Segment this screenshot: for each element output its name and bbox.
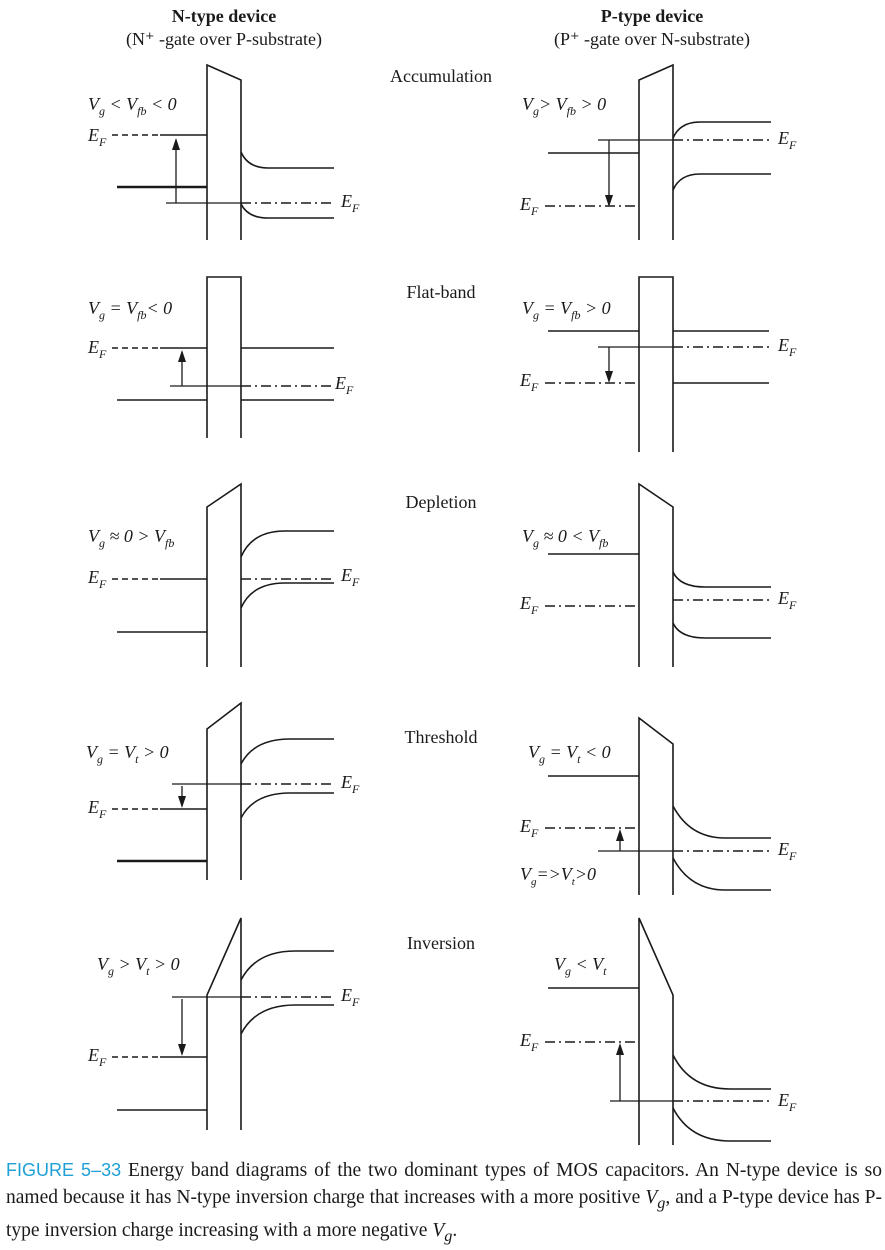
mos-band-diagram-figure: N-type device (N⁺ -gate over P-substrate… (86, 6, 797, 1145)
n-flatband-condition: Vg = Vfb< 0 (88, 298, 172, 322)
p-type-subheader: (P⁺ -gate over N-substrate) (554, 29, 750, 50)
conduction-band (240, 151, 334, 169)
n-flatband-diagram: Vg = Vfb< 0 EF EF (87, 276, 354, 438)
p-depletion-condition: Vg ≈ 0 < Vfb (522, 526, 608, 550)
n-depletion-condition: Vg ≈ 0 > Vfb (88, 526, 174, 550)
n-depletion-ef-substrate: EF (340, 565, 360, 589)
p-depletion-ef-gate: EF (519, 593, 539, 617)
conduction-band (672, 805, 771, 839)
arrow-head-up (172, 138, 180, 150)
conduction-band (240, 530, 334, 558)
oxide-barrier (206, 701, 242, 880)
stage-label-flat-band: Flat-band (407, 282, 476, 302)
conduction-band (240, 738, 334, 765)
p-threshold-ef-substrate: EF (777, 839, 797, 863)
valence-band (240, 792, 334, 819)
stage-label-inversion: Inversion (407, 933, 475, 953)
n-type-subheader: (N⁺ -gate over P-substrate) (126, 29, 322, 50)
p-flatband-condition: Vg = Vfb > 0 (522, 298, 611, 322)
valence-band (672, 1107, 771, 1142)
oxide-barrier (638, 276, 674, 452)
oxide-barrier (638, 917, 674, 1145)
p-accumulation-condition: Vg> Vfb > 0 (522, 94, 606, 118)
p-threshold-diagram: Vg = Vt < 0 EF EF Vg=>Vt>0 (519, 716, 797, 895)
n-depletion-diagram: Vg ≈ 0 > Vfb EF EF (87, 482, 360, 667)
figure-number: FIGURE 5–33 (6, 1160, 122, 1180)
arrow-head-down (178, 796, 186, 808)
p-inversion-ef-gate: EF (519, 1030, 539, 1054)
n-accumulation-condition: Vg < Vfb < 0 (88, 94, 177, 118)
p-threshold-extra-condition: Vg=>Vt>0 (520, 864, 596, 888)
n-inversion-diagram: Vg > Vt > 0 EF EF (87, 917, 360, 1130)
arrow-head-up (616, 1043, 624, 1055)
arrow-head-down (605, 195, 613, 207)
p-threshold-condition: Vg = Vt < 0 (528, 742, 611, 766)
stage-label-accumulation: Accumulation (390, 66, 492, 86)
stage-label-threshold: Threshold (405, 727, 478, 747)
p-type-header: P-type device (601, 6, 703, 26)
n-inversion-condition: Vg > Vt > 0 (97, 954, 180, 978)
p-flatband-ef-substrate: EF (777, 335, 797, 359)
n-accumulation-ef-gate: EF (87, 125, 107, 149)
oxide-barrier (638, 482, 674, 667)
figure-caption: FIGURE 5–33 Energy band diagrams of the … (6, 1157, 882, 1250)
p-depletion-diagram: Vg ≈ 0 < Vfb EF EF (519, 482, 797, 667)
arrow-head-up (616, 829, 624, 841)
oxide-barrier (206, 917, 242, 1130)
conduction-band (240, 950, 334, 981)
p-inversion-ef-substrate: EF (777, 1090, 797, 1114)
stage-label-depletion: Depletion (406, 492, 477, 512)
conduction-band (672, 1054, 771, 1090)
p-accumulation-ef-gate: EF (519, 194, 539, 218)
p-threshold-ef-gate: EF (519, 816, 539, 840)
valence-band (240, 582, 334, 609)
valence-band (672, 857, 771, 891)
p-flatband-ef-gate: EF (519, 370, 539, 394)
valence-band (672, 622, 771, 639)
p-accumulation-ef-substrate: EF (777, 128, 797, 152)
valence-band (672, 173, 771, 191)
n-depletion-ef-gate: EF (87, 567, 107, 591)
oxide-barrier (206, 482, 242, 667)
caption-text-part1: Energy band diagrams of the two dominant… (6, 1160, 882, 1208)
n-threshold-condition: Vg = Vt > 0 (86, 742, 169, 766)
n-accumulation-diagram: Vg < Vfb < 0 EF EF (87, 63, 360, 240)
conduction-band (672, 121, 771, 139)
p-accumulation-diagram: Vg> Vfb > 0 EF EF (519, 63, 797, 240)
p-depletion-ef-substrate: EF (777, 588, 797, 612)
n-threshold-ef-gate: EF (87, 797, 107, 821)
n-threshold-ef-substrate: EF (340, 772, 360, 796)
valence-band (240, 1004, 334, 1035)
p-flatband-diagram: Vg = Vfb > 0 EF EF (519, 276, 797, 452)
n-inversion-ef-gate: EF (87, 1045, 107, 1069)
oxide-barrier (638, 716, 674, 895)
n-flatband-ef-gate: EF (87, 337, 107, 361)
p-inversion-diagram: Vg < Vt EF EF (519, 917, 797, 1145)
n-inversion-ef-substrate: EF (340, 985, 360, 1009)
n-accumulation-ef-substrate: EF (340, 191, 360, 215)
caption-vg-symbol-1: Vg (645, 1187, 666, 1212)
n-type-header: N-type device (172, 6, 276, 26)
oxide-barrier (638, 63, 674, 240)
arrow-head-down (605, 371, 613, 383)
caption-text-part3: . (452, 1219, 458, 1241)
p-inversion-condition: Vg < Vt (554, 954, 607, 978)
arrow-head-up (178, 350, 186, 362)
oxide-barrier (206, 63, 242, 240)
conduction-band (672, 571, 771, 588)
oxide-barrier (206, 276, 242, 438)
arrow-head-down (178, 1044, 186, 1056)
n-threshold-diagram: Vg = Vt > 0 EF EF (86, 701, 360, 880)
valence-band (240, 203, 334, 219)
caption-text-part2: , and a P-type device has P-type inversi… (6, 1187, 882, 1241)
caption-vg-symbol-2: Vg (432, 1219, 453, 1245)
n-flatband-ef-substrate: EF (334, 373, 354, 397)
